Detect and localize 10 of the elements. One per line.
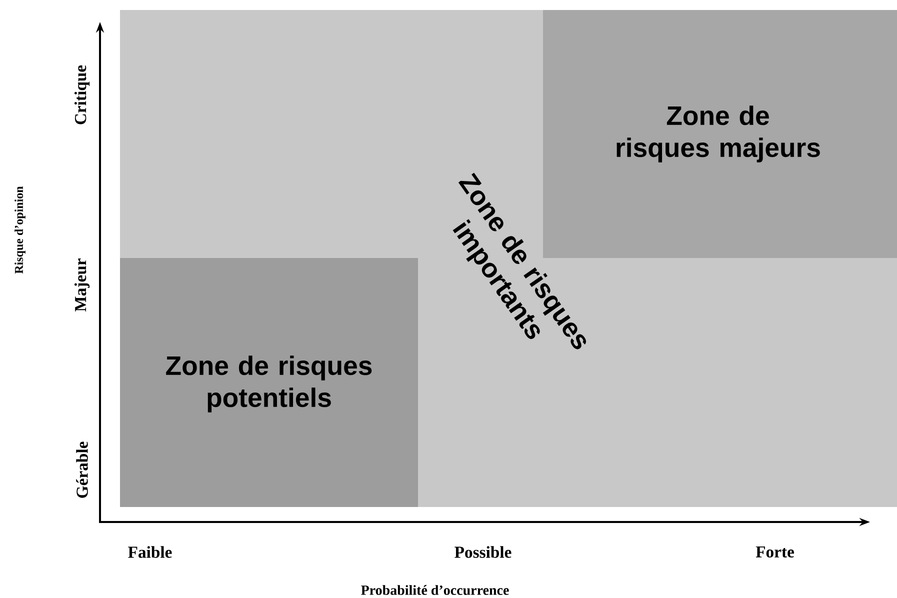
axis-tick-label: Faible [128, 546, 172, 558]
axis-title: Risque d’opinion [14, 186, 26, 274]
axis-title: Probabilité d’occurrence [361, 585, 509, 595]
axis-tick-label: Critique [74, 65, 90, 124]
zone-box: Zone de risques potentiels [120, 258, 418, 507]
axis-tick-label: Forte [756, 546, 794, 558]
zone-box: Zone de risques majeurs [543, 10, 897, 258]
axis-tick-label: Majeur [74, 258, 90, 312]
axis-tick-label: Possible [454, 546, 512, 558]
axis-tick-label: Gérable [76, 442, 88, 498]
